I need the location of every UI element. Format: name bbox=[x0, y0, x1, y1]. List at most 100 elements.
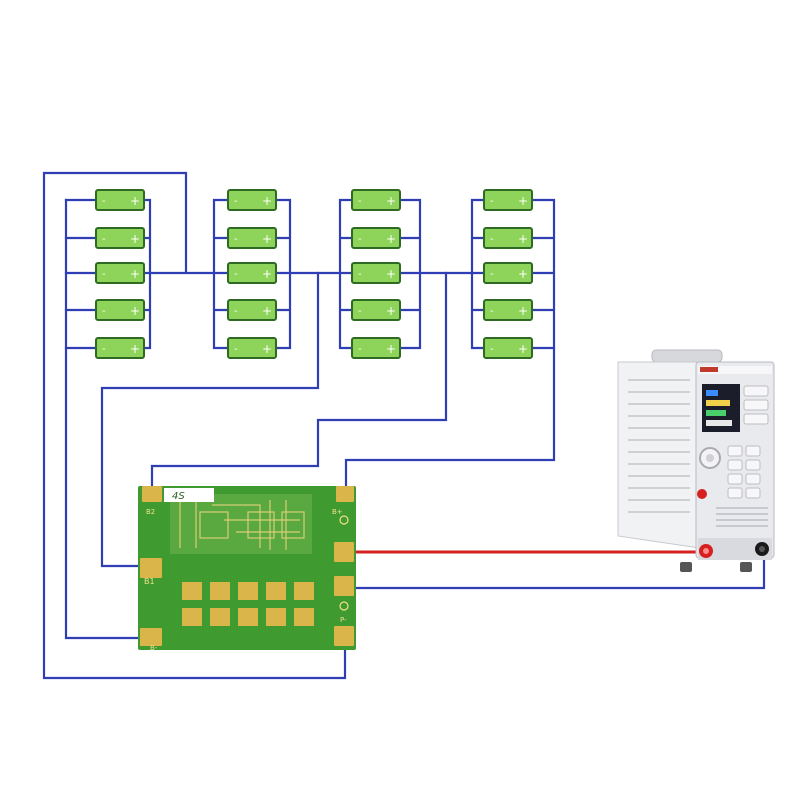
mosfet-pad bbox=[238, 608, 258, 626]
cell-plus-symbol: + bbox=[518, 304, 528, 318]
cell-minus-symbol: - bbox=[102, 234, 106, 245]
battery-cell: -+ bbox=[351, 299, 401, 321]
battery-cell: -+ bbox=[95, 189, 145, 211]
battery-cell: -+ bbox=[351, 227, 401, 249]
wire-p-negative bbox=[344, 550, 766, 590]
mosfet-pad bbox=[266, 608, 286, 626]
cell-plus-symbol: + bbox=[262, 232, 272, 246]
pcb-marker-minus bbox=[339, 601, 349, 611]
mosfet-array bbox=[182, 582, 314, 626]
positive-terminal-core bbox=[703, 548, 709, 554]
battery-cell: -+ bbox=[227, 189, 277, 211]
pad-bminus-label: B- bbox=[150, 644, 158, 652]
pcb-pads bbox=[140, 486, 354, 646]
battery-cell: -+ bbox=[95, 227, 145, 249]
cell-plus-symbol: + bbox=[518, 342, 528, 356]
mosfet-pad bbox=[294, 582, 314, 600]
pad-b1 bbox=[140, 558, 162, 578]
battery-cell: -+ bbox=[483, 227, 533, 249]
wire-main-negative bbox=[42, 171, 347, 680]
wire-g1-rungs-left bbox=[64, 198, 98, 350]
pad-pplus bbox=[334, 542, 354, 562]
bms-pcb: 4S B1 B2 B- B+ P- bbox=[138, 486, 356, 652]
cell-plus-symbol: + bbox=[130, 304, 140, 318]
model-label: 4S bbox=[172, 491, 185, 502]
cell-minus-symbol: - bbox=[490, 234, 494, 245]
keypad bbox=[727, 385, 769, 499]
wire-g3-left bbox=[338, 198, 354, 350]
battery-cell: -+ bbox=[351, 337, 401, 359]
cell-plus-symbol: + bbox=[386, 304, 396, 318]
battery-cell: -+ bbox=[483, 337, 533, 359]
battery-cell: -+ bbox=[483, 189, 533, 211]
negative-terminal-core bbox=[759, 546, 765, 552]
mosfet-pad bbox=[210, 582, 230, 600]
power-button[interactable] bbox=[697, 489, 707, 499]
cell-minus-symbol: - bbox=[358, 196, 362, 207]
cell-minus-symbol: - bbox=[490, 269, 494, 280]
battery-cell: -+ bbox=[351, 189, 401, 211]
cell-minus-symbol: - bbox=[102, 344, 106, 355]
wires bbox=[42, 171, 766, 680]
mosfet-pad bbox=[210, 608, 230, 626]
battery-cell: -+ bbox=[227, 299, 277, 321]
battery-cell: -+ bbox=[227, 262, 277, 284]
cell-plus-symbol: + bbox=[262, 267, 272, 281]
cell-plus-symbol: + bbox=[518, 267, 528, 281]
mosfet-pad bbox=[294, 608, 314, 626]
battery-cell: -+ bbox=[483, 299, 533, 321]
model-label-box bbox=[164, 488, 214, 502]
cell-plus-symbol: + bbox=[130, 267, 140, 281]
battery-cell: -+ bbox=[351, 262, 401, 284]
cell-minus-symbol: - bbox=[490, 344, 494, 355]
cell-minus-symbol: - bbox=[102, 306, 106, 317]
cell-minus-symbol: - bbox=[102, 196, 106, 207]
wire-group1-left bbox=[64, 198, 152, 640]
cell-plus-symbol: + bbox=[518, 194, 528, 208]
pcb-traces bbox=[179, 500, 305, 550]
pad-pminus bbox=[334, 576, 354, 596]
mosfet-pad bbox=[238, 582, 258, 600]
pad-b2-label: B2 bbox=[146, 508, 155, 516]
cell-minus-symbol: - bbox=[358, 234, 362, 245]
battery-cell: -+ bbox=[95, 337, 145, 359]
wire-g4-left bbox=[470, 198, 486, 350]
cell-minus-symbol: - bbox=[358, 344, 362, 355]
cell-plus-symbol: + bbox=[262, 194, 272, 208]
cell-minus-symbol: - bbox=[358, 306, 362, 317]
mosfet-pad bbox=[182, 582, 202, 600]
cell-plus-symbol: + bbox=[262, 342, 272, 356]
pcb-marker-plus bbox=[339, 515, 349, 525]
wire-g3-right bbox=[396, 198, 422, 350]
electronic-load-tester bbox=[617, 349, 775, 572]
cell-minus-symbol: - bbox=[234, 306, 238, 317]
wire-tap-bplus bbox=[344, 346, 556, 496]
pad-b1-label: B1 bbox=[144, 577, 155, 586]
cell-minus-symbol: - bbox=[102, 269, 106, 280]
battery-cell: -+ bbox=[227, 227, 277, 249]
cell-minus-symbol: - bbox=[490, 196, 494, 207]
cell-plus-symbol: + bbox=[386, 342, 396, 356]
pad-bplus-label: B+ bbox=[332, 508, 343, 516]
battery-cell: -+ bbox=[95, 299, 145, 321]
cell-minus-symbol: - bbox=[234, 269, 238, 280]
pad-bplus bbox=[336, 486, 354, 502]
wire-g4-right bbox=[528, 198, 556, 350]
cell-minus-symbol: - bbox=[234, 196, 238, 207]
cell-plus-symbol: + bbox=[386, 267, 396, 281]
wire-g2-left bbox=[212, 198, 230, 350]
mosfet-pad bbox=[266, 582, 286, 600]
cell-plus-symbol: + bbox=[130, 232, 140, 246]
side-vents bbox=[628, 379, 690, 513]
cell-minus-symbol: - bbox=[490, 306, 494, 317]
battery-cells: -+-+-+-+-+-+-+-+-+-+-+-+-+-+-+-+-+-+-+-+ bbox=[95, 189, 533, 359]
front-vents bbox=[716, 507, 768, 527]
mosfet-pad bbox=[182, 608, 202, 626]
knob-center bbox=[706, 454, 714, 462]
cell-plus-symbol: + bbox=[262, 304, 272, 318]
battery-cell: -+ bbox=[95, 262, 145, 284]
wire-tap-b2 bbox=[150, 271, 448, 496]
cell-plus-symbol: + bbox=[130, 194, 140, 208]
battery-cell: -+ bbox=[227, 337, 277, 359]
